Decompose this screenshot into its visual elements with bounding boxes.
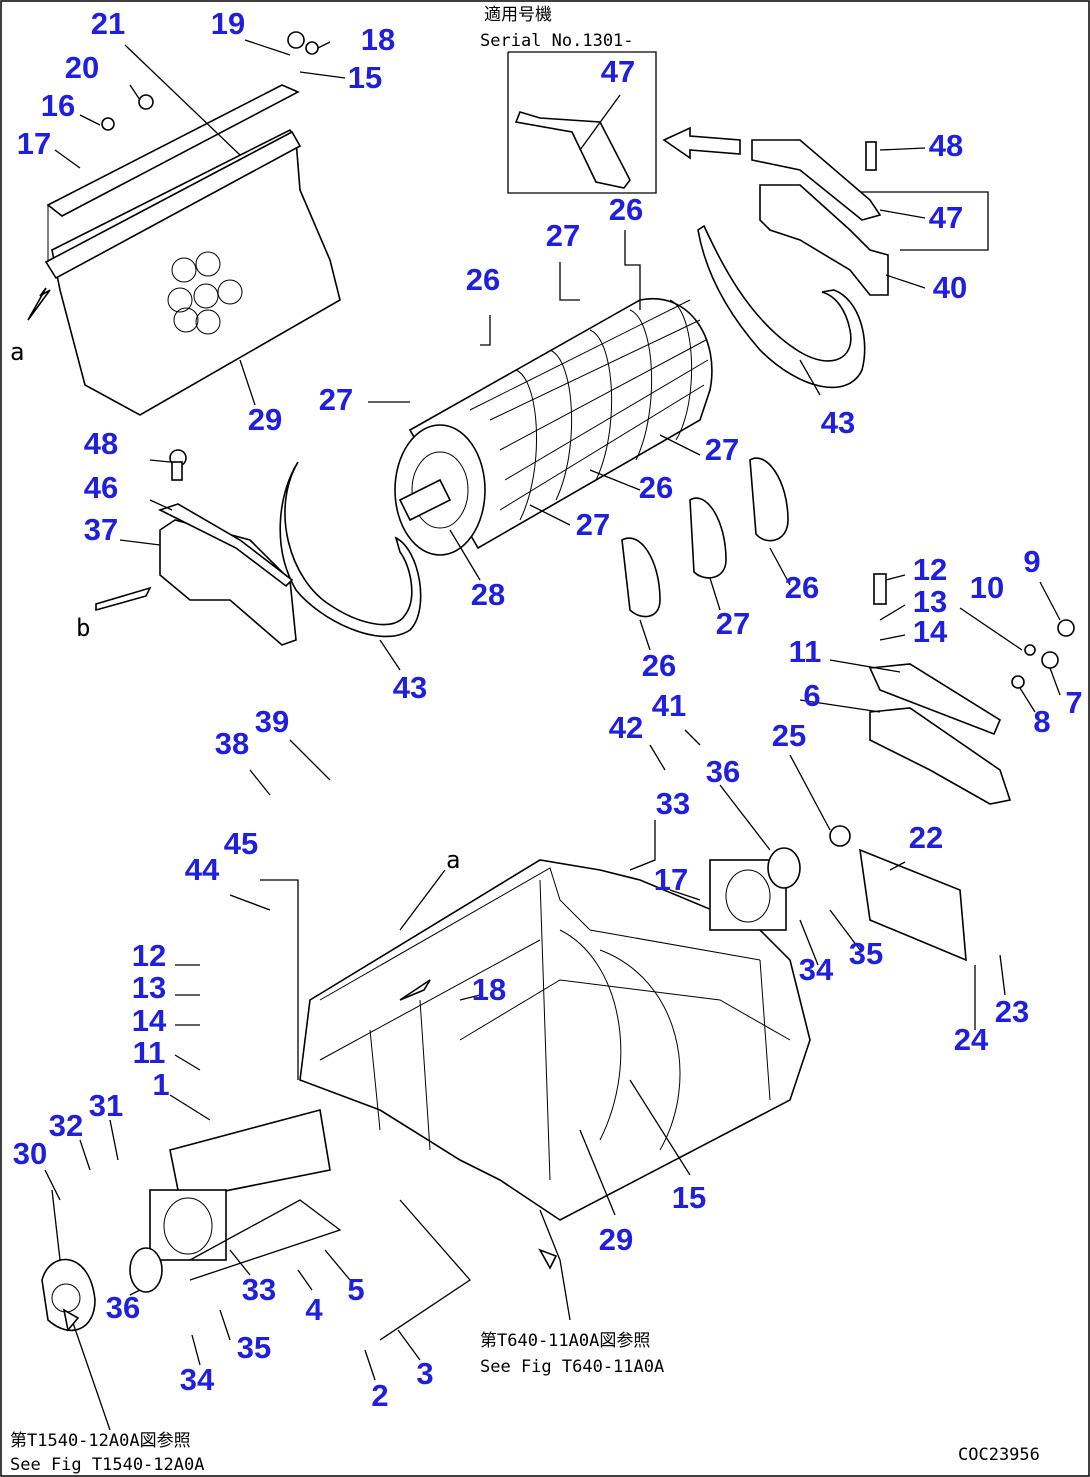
callout-17: 17 <box>17 126 51 161</box>
callout-40: 40 <box>933 270 967 305</box>
callout-18: 18 <box>361 22 395 57</box>
callout-26: 26 <box>466 262 500 297</box>
callout-32: 32 <box>49 1108 83 1143</box>
callout-26: 26 <box>642 648 676 683</box>
callout-11: 11 <box>133 1035 166 1070</box>
callout-14: 14 <box>913 614 948 649</box>
callout-13: 13 <box>132 970 166 1005</box>
callout-7: 7 <box>1065 685 1082 720</box>
callout-39: 39 <box>255 704 289 739</box>
callout-38: 38 <box>215 726 249 761</box>
callout-43: 43 <box>393 670 427 705</box>
callout-19: 19 <box>211 6 245 41</box>
callout-13: 13 <box>913 584 947 619</box>
callout-27: 27 <box>319 382 353 417</box>
callout-4: 4 <box>305 1292 323 1327</box>
callout-42: 42 <box>609 710 643 745</box>
callout-27: 27 <box>716 606 750 641</box>
serial-number-text: Serial No.1301- <box>480 31 634 51</box>
callout-3: 3 <box>416 1356 433 1391</box>
main-frame <box>41 825 967 1332</box>
callout-12: 12 <box>132 938 166 973</box>
callout-26: 26 <box>639 470 673 505</box>
see-fig-t640-en: See Fig T640-11A0A <box>480 1357 664 1377</box>
callout-35: 35 <box>849 936 883 971</box>
see-fig-t1540-jp: 第T1540-12A0A図参照 <box>10 1431 191 1451</box>
callout-47: 47 <box>929 200 963 235</box>
callout-9: 9 <box>1023 544 1040 579</box>
view-letter-a-frame: a <box>446 846 460 874</box>
callout-15: 15 <box>672 1180 706 1215</box>
see-fig-t640-jp: 第T640-11A0A図参照 <box>480 1331 650 1351</box>
right-plates <box>868 573 1075 805</box>
callout-33: 33 <box>656 786 690 821</box>
leader-lines <box>44 39 1061 1431</box>
clamp-halves <box>621 457 789 618</box>
view-arrows <box>27 287 558 1332</box>
callout-24: 24 <box>954 1022 989 1057</box>
see-fig-t1540-en: See Fig T1540-12A0A <box>10 1455 204 1475</box>
lower-left-brackets <box>157 449 422 646</box>
callout-12: 12 <box>913 552 947 587</box>
right-bracket-assembly <box>697 139 889 389</box>
callout-18: 18 <box>472 972 506 1007</box>
callout-5: 5 <box>347 1272 364 1307</box>
callout-14: 14 <box>132 1003 167 1038</box>
callout-8: 8 <box>1033 704 1050 739</box>
callout-21: 21 <box>91 6 125 41</box>
callout-35: 35 <box>237 1330 271 1365</box>
callout-17: 17 <box>654 862 688 897</box>
callout-33: 33 <box>242 1272 276 1307</box>
callout-27: 27 <box>576 507 610 542</box>
callout-34: 34 <box>799 952 834 987</box>
callout-27: 27 <box>705 432 739 467</box>
callout-43: 43 <box>821 405 855 440</box>
callout-20: 20 <box>65 50 99 85</box>
callout-25: 25 <box>772 718 806 753</box>
callout-29: 29 <box>599 1222 633 1257</box>
callout-45: 45 <box>224 826 258 861</box>
callout-11: 11 <box>789 634 822 669</box>
callout-31: 31 <box>89 1088 123 1123</box>
callout-16: 16 <box>41 88 75 123</box>
callout-36: 36 <box>706 754 740 789</box>
drawing-code: COC23956 <box>958 1445 1040 1465</box>
callout-2: 2 <box>371 1378 388 1413</box>
applicable-serial-label: 適用号機 <box>484 5 552 25</box>
view-letter-a-top: a <box>10 338 24 366</box>
callout-28: 28 <box>471 577 505 612</box>
callout-27: 27 <box>546 218 580 253</box>
callout-22: 22 <box>909 820 943 855</box>
callout-30: 30 <box>13 1136 47 1171</box>
callout-29: 29 <box>248 402 282 437</box>
callout-6: 6 <box>803 678 820 713</box>
callout-26: 26 <box>785 570 819 605</box>
callout-15: 15 <box>348 60 382 95</box>
callout-48: 48 <box>929 128 963 163</box>
fender-plate-assembly <box>44 31 341 416</box>
drum-assembly <box>394 297 713 556</box>
callout-37: 37 <box>84 512 118 547</box>
callout-1: 1 <box>152 1067 169 1102</box>
callout-48: 48 <box>84 426 118 461</box>
callout-44: 44 <box>185 852 220 887</box>
view-letter-b: b <box>76 614 90 642</box>
callout-23: 23 <box>995 994 1029 1029</box>
callout-10: 10 <box>970 570 1004 605</box>
callout-46: 46 <box>84 470 118 505</box>
callout-41: 41 <box>652 688 686 723</box>
callout-34: 34 <box>180 1362 215 1397</box>
callout-47: 47 <box>601 54 635 89</box>
serial-variant-box <box>507 51 989 251</box>
callout-26: 26 <box>609 192 643 227</box>
callout-36: 36 <box>106 1290 140 1325</box>
